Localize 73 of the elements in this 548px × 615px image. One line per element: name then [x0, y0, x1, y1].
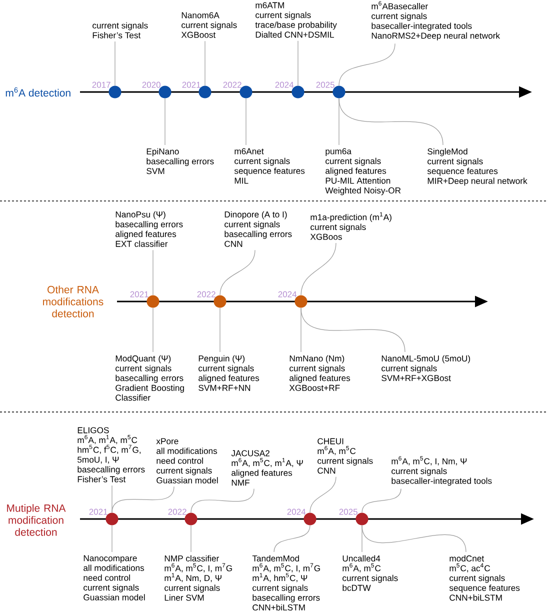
connector-line [300, 308, 302, 352]
year-label: 2021 [89, 508, 108, 515]
year-label: 2020 [142, 82, 160, 88]
method-text: modCnet m$^{5}$C, ac$^{4}$C current signals sequence features CNN+biLSTM [449, 555, 520, 601]
panel-title: Other RNA modifications detection [43, 286, 104, 318]
timeline-dot [292, 86, 304, 98]
timeline-dot [184, 512, 198, 526]
connector-line [152, 250, 154, 296]
method-text: m$^{6}$ABasecaller current signals basecaller-integrated tools NanoRMS2+Deep neural network [372, 1, 500, 40]
connector-line [362, 488, 402, 513]
connector-line [164, 98, 166, 146]
connector-line [338, 98, 444, 146]
method-text: EpiNano basecalling errors SVM [146, 148, 214, 174]
year-label: 2022 [223, 82, 242, 88]
panel-title: m$^{6}$A detection [6, 87, 70, 97]
method-text: SingleMod current signals sequence features MIR+Deep neural network [427, 148, 528, 186]
method-text: current signals Fisher’s Test [92, 22, 148, 38]
year-label: 2024 [287, 508, 306, 515]
connector-line [190, 488, 254, 513]
connector-line [114, 41, 116, 86]
year-label: 2017 [92, 82, 110, 88]
timeline-dot [198, 86, 212, 98]
year-label: 2021 [130, 291, 148, 298]
connector-line [338, 98, 340, 146]
year-label: 2021 [182, 82, 200, 88]
year-label: 2022 [197, 291, 216, 298]
method-text: NMP classifier m$^{6}$A, m$^{5}$C, I, m$^{7}$G m$^{1}$A, Nm, D, Ψ current signals Liner SVM [164, 555, 232, 601]
method-text: ELIGOS m$^{6}$A, m$^{1}$A, m$^{5}$C hm$^{5}$C, f$^{5}$C, m$^{7}$G, 5moU, I, Ψ basecalling errors Fisher’s Test [78, 427, 145, 482]
method-text: TandemMod m$^{6}$A, m$^{5}$C, I, m$^{7}$G m$^{1}$A, hm$^{5}$C, Ψ current signals basecalling errors CNN+biLSTM [252, 555, 320, 610]
year-label: 2024 [278, 291, 297, 298]
timeline-dot [146, 295, 160, 308]
timeline-dot [356, 512, 368, 526]
method-text: JACUSA2 m$^{6}$A, m$^{5}$C, m$^{1}$A, Ψ aligned features NMF [231, 450, 303, 486]
panel-title: Mutiple RNA modification detection [7, 504, 66, 536]
method-text: NanoML-5moU (5moU) current signals SVM+RF+XGBost [382, 355, 470, 382]
method-text: NmNano (Nm) current signals aligned features XGBoost+RF [289, 355, 350, 391]
method-text: xPore all modifications need control current signals Guassian model [156, 438, 218, 484]
connector-line [220, 250, 256, 296]
connector-line [300, 242, 336, 296]
connector-line [300, 308, 406, 352]
method-text: Uncalled4 m$^{6}$A, m$^{5}$C current signals bcDTW [342, 555, 398, 591]
method-text: CHEUI m$^{6}$A, m$^{5}$C current signals CNN [318, 438, 373, 474]
method-text: Nanocompare all modifications need control current signals Guassian model [84, 555, 145, 600]
timeline-dot [332, 86, 346, 98]
method-text: pum6a current signals aligned features PU-MIL Attention Weighted Noisy-OR [325, 148, 401, 196]
connector-line [310, 476, 336, 513]
connector-line [152, 308, 154, 352]
method-text: ModQuant (Ψ) current signals basecalling errors Gradient Boosting Classifier [116, 355, 184, 401]
timeline-dot [304, 512, 316, 526]
timeline-dot [294, 295, 308, 308]
timeline-dot [214, 295, 226, 308]
timeline-dot [240, 86, 252, 98]
connector-line [112, 486, 174, 513]
year-label: 2025 [316, 82, 334, 88]
year-label: 2022 [168, 508, 186, 515]
method-text: m6ATM current signals trace/base probability Dialted CNN+DSMIL [255, 2, 337, 38]
method-text: m$^{6}$A, m$^{5}$C, I, Nm, Ψ current signals basecaller-integrated tools [392, 456, 492, 486]
timeline-dot [106, 512, 118, 526]
method-text: m6Anet current signals sequence features MIL [234, 148, 305, 184]
connector-line [204, 40, 206, 86]
method-text: Dinopore (A to I) current signals basecalling errors CNN [224, 211, 292, 247]
timeline-dot [158, 86, 172, 98]
method-text: Penguin (Ψ) current signals aligned features SVM+RF+NN [198, 355, 260, 391]
connector-line [362, 525, 466, 552]
connector-line [274, 525, 310, 552]
timeline-dot [108, 86, 122, 98]
year-label: 2025 [339, 508, 358, 515]
method-text: Nanom6A current signals XGBoost [181, 12, 237, 38]
year-label: 2024 [275, 82, 294, 88]
connector-line [338, 43, 396, 86]
connector-line [190, 525, 192, 552]
method-text: m1a-prediction (m$^{1}$A) current signals XGBoos [310, 212, 392, 240]
method-text: NanoPsu (Ψ) basecalling errors aligned features EXT classifier [116, 211, 183, 247]
